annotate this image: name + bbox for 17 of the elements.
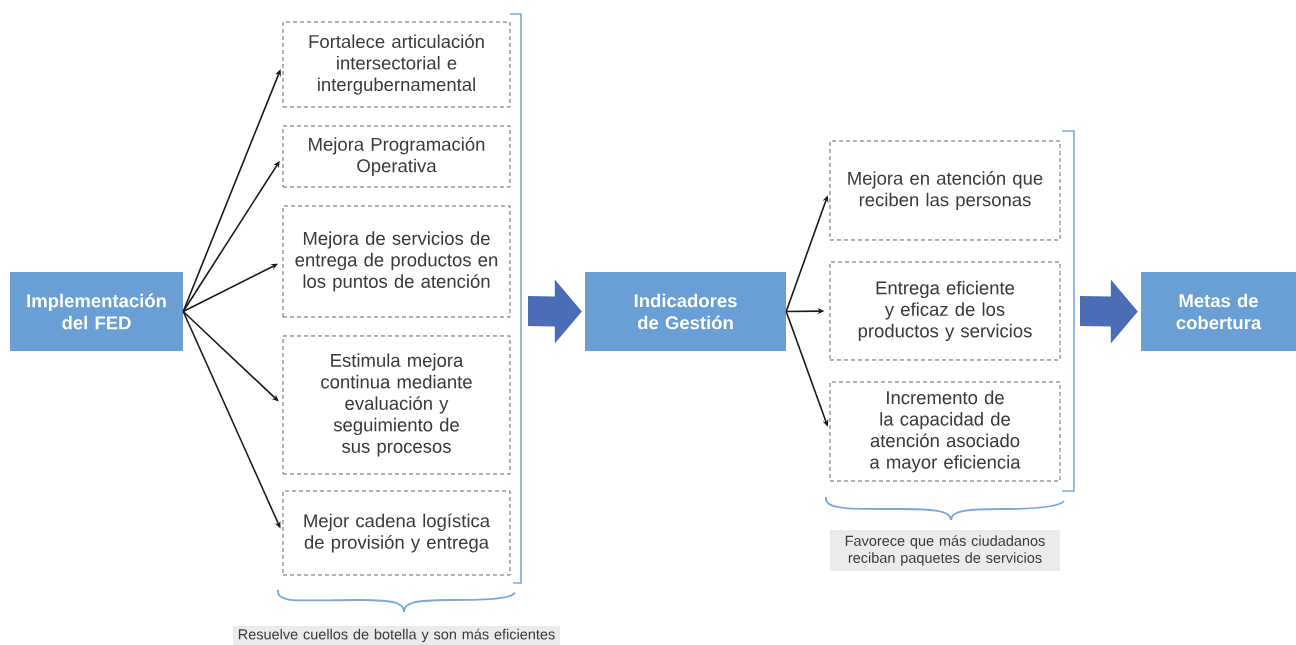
note-box: Resuelve cuellos de botella y son más eficientes [233, 626, 560, 645]
process-box: Metas de cobertura [1141, 272, 1296, 351]
note-box: Favorece que más ciudadanos reciban paquetes de servicios [830, 530, 1060, 571]
dashed-box: Mejora de servicios de entrega de productos en los puntos de atención [282, 205, 511, 318]
arrow [182, 310, 279, 402]
block-arrow [1080, 279, 1138, 344]
dashed-box: Incremento de la capacidad de atención asociado a mayor eficiencia [829, 381, 1061, 482]
process-box: Implementación del FED [10, 272, 183, 351]
block-arrow [528, 279, 582, 344]
dashed-box: Entrega eficiente y eficaz de los productos y servicios [829, 261, 1061, 361]
dashed-box: Mejora Programación Operativa [282, 125, 511, 188]
dashed-box: Fortalece articulación intersectorial e intergubernamental [282, 21, 511, 108]
arrow [182, 69, 281, 313]
process-box: Indicadores de Gestión [585, 272, 786, 351]
dashed-box: Mejora en atención que reciben las personas [829, 140, 1061, 241]
dashed-box: Mejor cadena logística de provisión y entrega [282, 490, 511, 576]
dashed-box: Estimula mejora continua mediante evaluación y seguimiento de sus procesos [282, 335, 511, 475]
